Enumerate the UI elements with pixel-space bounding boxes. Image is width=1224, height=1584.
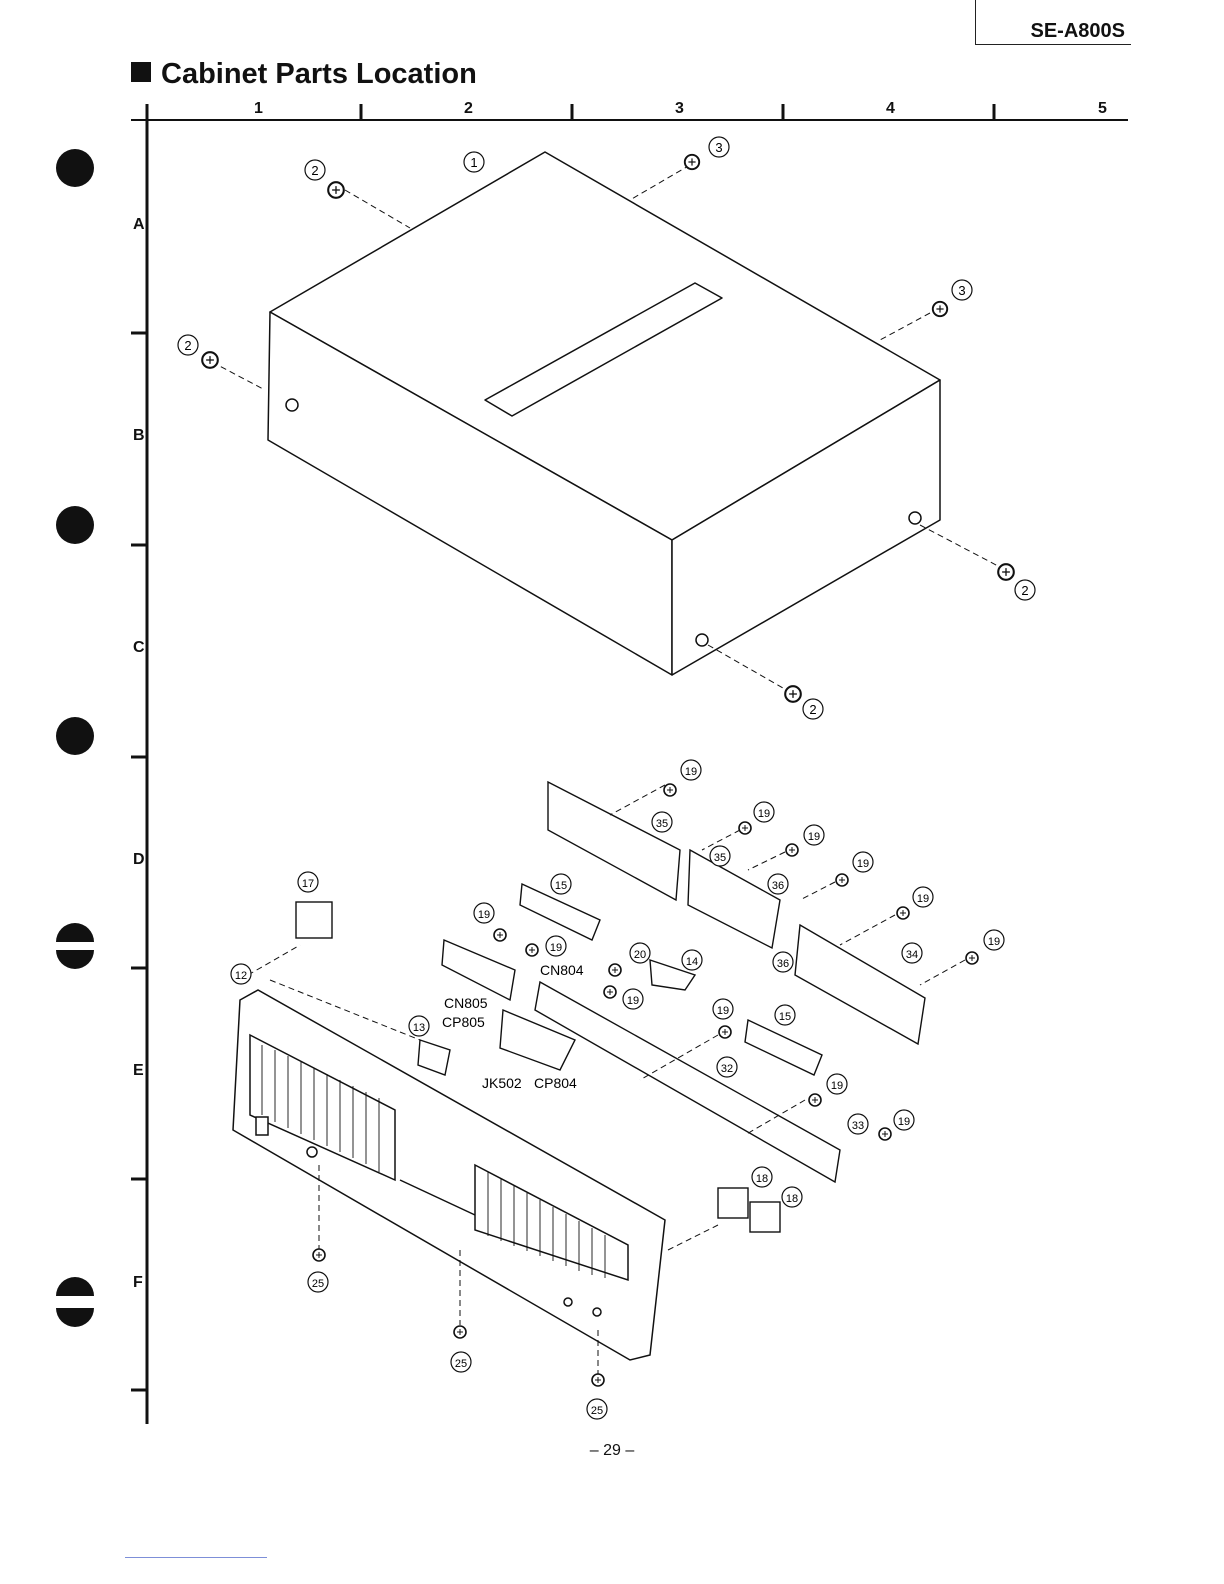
cover-hole-right	[909, 512, 921, 524]
connector-cn804: CN804	[540, 962, 584, 978]
screw-icon	[328, 182, 344, 198]
bracket-15-right	[745, 1020, 822, 1075]
footer-rule	[125, 1557, 267, 1558]
callout-25: 25	[591, 1405, 603, 1417]
callout-32: 32	[721, 1063, 733, 1075]
cover-hole-front	[696, 634, 708, 646]
top-cover	[268, 152, 940, 675]
callout-25: 25	[312, 1278, 324, 1290]
callout-19: 19	[917, 893, 929, 905]
callout-15: 15	[779, 1011, 791, 1023]
screw-icon	[454, 1326, 466, 1338]
callout-12: 12	[235, 970, 247, 982]
callout-36: 36	[777, 958, 789, 970]
screw-icon	[664, 784, 676, 796]
callout-19: 19	[717, 1005, 729, 1017]
screw-icon	[719, 1026, 731, 1038]
part-18-knob-a	[718, 1188, 748, 1218]
callout-33: 33	[852, 1120, 864, 1132]
screw-icon	[313, 1249, 325, 1261]
callout-3: 3	[715, 140, 722, 155]
binding-hole-4	[56, 923, 94, 969]
callout-14: 14	[686, 956, 698, 968]
connector-cp805: CP805	[442, 1014, 485, 1030]
pcb-board-middle	[688, 850, 780, 948]
callout-19: 19	[898, 1116, 910, 1128]
pcb-board-cn805	[442, 940, 515, 1000]
screw-icon	[809, 1094, 821, 1106]
front-panel-led-a	[564, 1298, 572, 1306]
callout-17: 17	[302, 878, 314, 890]
screw-icon	[202, 352, 218, 368]
screw-icon	[836, 874, 848, 886]
front-panel-button	[307, 1147, 317, 1157]
screw-icon	[604, 986, 616, 998]
screw-icon	[592, 1374, 604, 1386]
callout-2: 2	[311, 163, 318, 178]
callout-18: 18	[756, 1173, 768, 1185]
screw-icon	[785, 686, 801, 702]
callout-19: 19	[627, 995, 639, 1007]
callout-34: 34	[906, 949, 918, 961]
callout-13: 13	[413, 1022, 425, 1034]
screw-icon	[609, 964, 621, 976]
screw-icon	[494, 929, 506, 941]
callout-15: 15	[555, 880, 567, 892]
callout-2: 2	[184, 338, 191, 353]
front-panel-power	[256, 1117, 268, 1135]
part-18-knob-b	[750, 1202, 780, 1232]
screw-icon	[966, 952, 978, 964]
callout-2: 2	[809, 702, 816, 717]
cover-hole-left	[286, 399, 298, 411]
callout-19: 19	[478, 909, 490, 921]
callout-19: 19	[550, 942, 562, 954]
screw-icon	[786, 844, 798, 856]
callout-19: 19	[758, 808, 770, 820]
callout-18: 18	[786, 1193, 798, 1205]
binding-hole-2	[56, 506, 94, 544]
callout-19: 19	[988, 936, 1000, 948]
callout-35: 35	[714, 852, 726, 864]
connector-cn805: CN805	[444, 995, 488, 1011]
part-13-clip	[418, 1040, 450, 1075]
callout-35: 35	[656, 818, 668, 830]
callout-20: 20	[634, 949, 646, 961]
callout-36: 36	[772, 880, 784, 892]
screw-icon	[998, 564, 1014, 580]
screw-icon	[933, 302, 947, 316]
callout-3: 3	[958, 283, 965, 298]
screw-icon	[879, 1128, 891, 1140]
binding-hole-3	[56, 717, 94, 755]
callout-19: 19	[808, 831, 820, 843]
callout-25: 25	[455, 1358, 467, 1370]
binding-holes	[56, 149, 94, 1327]
callout-19: 19	[831, 1080, 843, 1092]
page-number: – 29 –	[0, 1442, 1224, 1460]
screw-icon	[526, 944, 538, 956]
binding-hole-1	[56, 149, 94, 187]
connector-jk502: JK502	[482, 1075, 522, 1091]
part-17-block	[296, 902, 332, 938]
pcb-board-right	[795, 925, 925, 1044]
connector-cp804: CP804	[534, 1075, 577, 1091]
callout-19: 19	[857, 858, 869, 870]
screw-icon	[739, 822, 751, 834]
binding-hole-5	[56, 1277, 94, 1327]
screw-icon	[897, 907, 909, 919]
callout-1: 1	[470, 155, 477, 170]
callout-2: 2	[1021, 583, 1028, 598]
front-panel-led-b	[593, 1308, 601, 1316]
screw-icon	[685, 155, 699, 169]
callout-19: 19	[685, 766, 697, 778]
